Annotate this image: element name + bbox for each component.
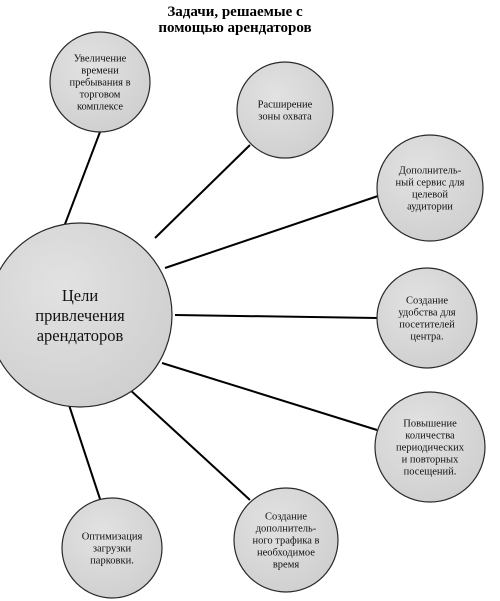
node-extra-service: Дополнитель-ный сервис дляцелевойаудитор…	[376, 134, 484, 242]
node-increase-time-circle	[49, 31, 151, 133]
node-expand-coverage-label-line: зоны охвата	[258, 112, 312, 123]
diagram-title: Задачи, решаемые с помощью арендаторов	[158, 4, 312, 36]
node-repeat-visits-label-line: посещений.	[404, 467, 457, 478]
node-parking-label-line: загрузки	[93, 544, 132, 555]
node-increase-time-label-line: времени	[81, 66, 119, 77]
node-repeat-visits-circle	[374, 391, 486, 503]
node-extra-service-label-line: Дополнитель-	[399, 166, 462, 177]
node-extra-service-circle	[376, 134, 484, 242]
connector-parking	[67, 401, 101, 500]
connector-repeat-visits	[161, 362, 378, 431]
node-extra-service-label-line: целевой	[412, 190, 448, 201]
node-repeat-visits-label-line: периодических	[396, 443, 465, 454]
node-extra-traffic-label-line: Создание	[265, 512, 307, 523]
node-extra-traffic-label-line: дополнитель-	[256, 524, 317, 535]
node-extra-service-label-line: аудитории	[407, 202, 453, 213]
node-expand-coverage-label-line: Расширение	[258, 100, 313, 111]
center-node-label-line: привлечения	[35, 306, 125, 325]
node-extra-traffic-circle	[233, 487, 339, 593]
connector-lines	[61, 131, 379, 501]
connector-extra-traffic	[127, 387, 251, 501]
node-convenience-label-line: центра.	[410, 332, 443, 343]
connector-extra-service	[164, 195, 379, 269]
node-repeat-visits-label-line: Повышение	[403, 419, 457, 430]
node-increase-time-label-line: пребывания в	[69, 78, 130, 89]
node-parking-label-line: парковки.	[90, 556, 134, 567]
node-increase-time-label-line: комплексе	[77, 102, 123, 113]
node-parking-circle	[61, 497, 163, 599]
node-expand-coverage-circle	[236, 61, 334, 159]
node-extra-traffic-label-line: ного трафика в	[252, 536, 319, 547]
node-repeat-visits-label-line: и повторных	[402, 455, 459, 466]
node-increase-time-label-line: Увеличение	[74, 54, 127, 65]
node-repeat-visits-label-line: количества	[405, 431, 455, 442]
node-convenience-label-line: Создание	[406, 296, 448, 307]
center-node-label-line: арендаторов	[37, 326, 124, 345]
node-extra-traffic-label-line: необходимое	[257, 548, 315, 559]
node-convenience-circle	[376, 267, 478, 369]
node-increase-time-label-line: торговом	[80, 90, 121, 101]
center-node-circle	[0, 222, 173, 408]
node-convenience-label-line: посетителей	[399, 320, 455, 331]
center-node-label-line: Цели	[62, 286, 98, 305]
connector-convenience	[174, 314, 378, 319]
node-extra-traffic-label-line: время	[273, 560, 300, 571]
node-extra-service-label-line: ный сервис для	[396, 178, 465, 189]
connector-increase-time	[61, 131, 101, 233]
connector-expand-coverage	[154, 144, 251, 239]
node-convenience-label-line: удобства для	[398, 308, 455, 319]
node-parking-label-line: Оптимизация	[82, 532, 143, 543]
